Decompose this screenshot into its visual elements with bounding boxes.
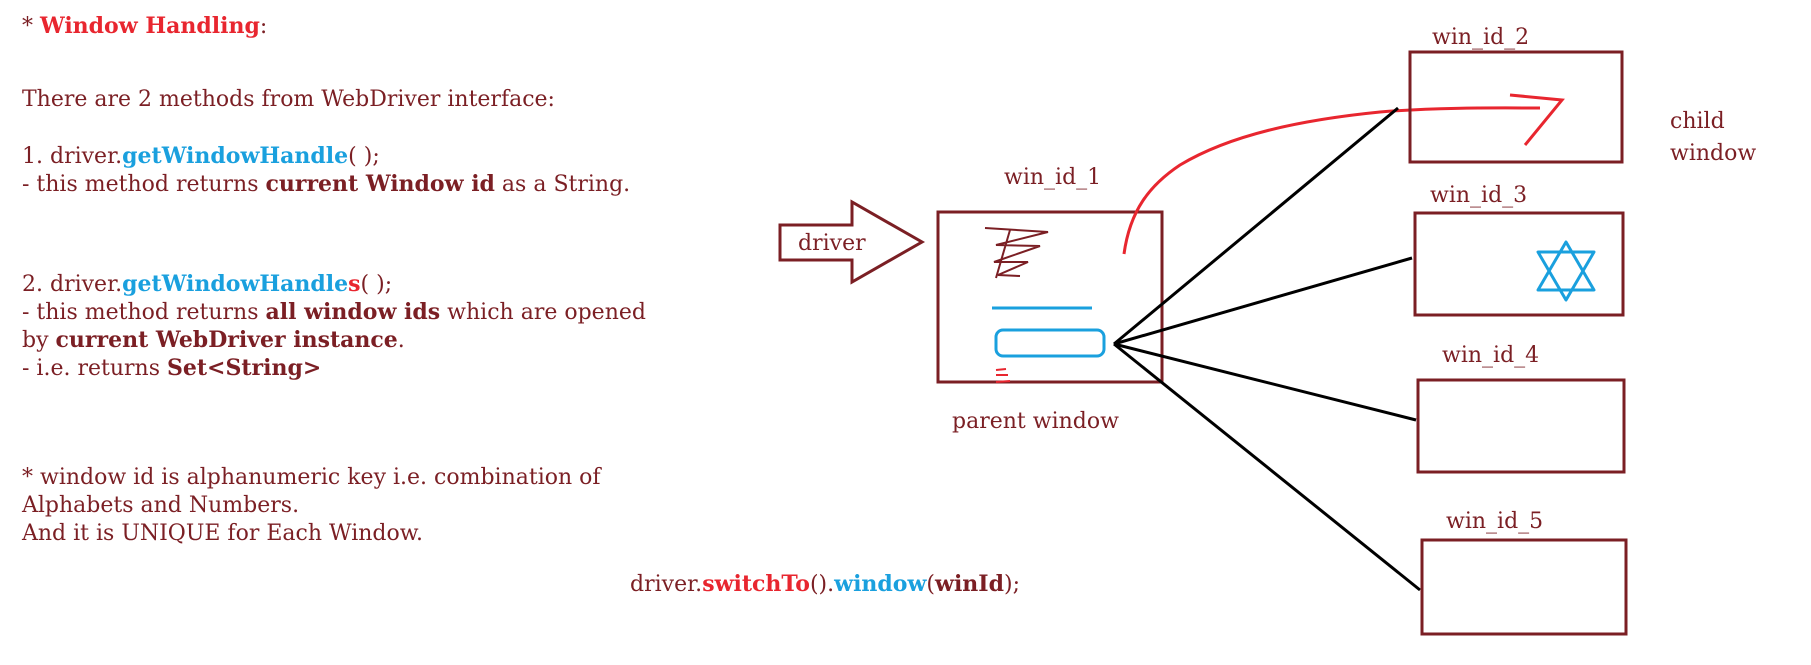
- driver-arrow: [778, 199, 926, 285]
- method2-desc1-pre: - this method returns: [22, 300, 266, 325]
- child-window-box: [1413, 211, 1625, 317]
- method2-desc1-bold: all window ids: [265, 299, 441, 325]
- switch-code-window: window: [834, 571, 927, 597]
- method2-desc2-post: .: [397, 328, 405, 353]
- method2-description-2: by current WebDriver instance.: [22, 326, 405, 355]
- child-window-id: win_id_3: [1430, 183, 1527, 208]
- connector-line: [1113, 342, 1417, 422]
- child-window-label-line1: child: [1670, 109, 1725, 134]
- switch-code-open: (: [926, 572, 936, 597]
- connector-line: [1113, 256, 1413, 346]
- method2-description-1: - this method returns all window ids whi…: [22, 298, 646, 327]
- method2-desc3-bold: Set<String>: [166, 355, 322, 381]
- child-window-label-line2: window: [1670, 141, 1756, 166]
- method2-desc3-pre: - i.e. returns: [22, 356, 167, 381]
- window-id-note-3: And it is UNIQUE for Each Window.: [22, 521, 423, 546]
- heading-title: Window Handling: [40, 13, 260, 39]
- switch-arrow-curve: [1122, 106, 1541, 255]
- switch-code-arg: winId: [935, 571, 1004, 597]
- heading-colon: :: [259, 14, 268, 39]
- method2-desc1-post: which are opened: [440, 300, 646, 325]
- method2-line: 2. driver.getWindowHandles( );: [22, 270, 392, 299]
- method2-desc2-bold: current WebDriver instance: [55, 327, 398, 353]
- child-window-box: [1416, 378, 1626, 474]
- switch-code-method: switchTo: [702, 571, 810, 597]
- method1-desc-pre: - this method returns: [22, 172, 266, 197]
- child-window-box: [1420, 538, 1628, 636]
- child-window-box: [1408, 50, 1624, 164]
- switch-code-close: );: [1003, 572, 1020, 597]
- method1-name: getWindowHandle: [122, 143, 349, 169]
- input-field-mark: [994, 328, 1106, 358]
- star-icon: [1536, 240, 1596, 302]
- method2-name: getWindowHandle: [122, 271, 349, 297]
- method2-desc2-pre: by: [22, 328, 56, 353]
- connector-line: [1113, 106, 1399, 346]
- parent-window-box: [936, 210, 1164, 384]
- switch-code-mid: ().: [809, 572, 835, 597]
- driver-label: driver: [798, 231, 866, 256]
- method2-description-3: - i.e. returns Set<String>: [22, 354, 321, 383]
- heading: * Window Handling:: [22, 12, 267, 41]
- child-window-id: win_id_4: [1442, 343, 1539, 368]
- method1-desc-bold: current Window id: [265, 171, 495, 197]
- small-red-mark: [995, 368, 1011, 383]
- switch-arrow-head: [1509, 93, 1565, 146]
- switch-to-code: driver.switchTo().window(winId);: [630, 570, 1020, 599]
- parent-window-label: parent window: [952, 409, 1119, 434]
- parent-window-id: win_id_1: [1004, 165, 1101, 190]
- window-id-note-1: * window id is alphanumeric key i.e. com…: [22, 465, 601, 490]
- method1-prefix: 1. driver.: [22, 144, 123, 169]
- method1-suffix: ( );: [348, 144, 380, 169]
- method1-desc-post: as a String.: [494, 172, 631, 197]
- method2-suffix: ( );: [360, 272, 393, 297]
- child-window-id: win_id_5: [1446, 509, 1543, 534]
- window-id-note-2: Alphabets and Numbers.: [22, 493, 300, 518]
- child-window-id: win_id_2: [1432, 25, 1529, 50]
- method1-line: 1. driver.getWindowHandle( );: [22, 142, 380, 171]
- method1-description: - this method returns current Window id …: [22, 170, 630, 199]
- connector-line: [1113, 342, 1421, 592]
- method2-prefix: 2. driver.: [22, 272, 123, 297]
- switch-code-prefix: driver.: [630, 572, 703, 597]
- heading-prefix: *: [22, 14, 40, 39]
- intro-text: There are 2 methods from WebDriver inter…: [22, 87, 555, 112]
- scribble-mark: [984, 227, 1049, 279]
- method2-plural-s: s: [348, 271, 361, 297]
